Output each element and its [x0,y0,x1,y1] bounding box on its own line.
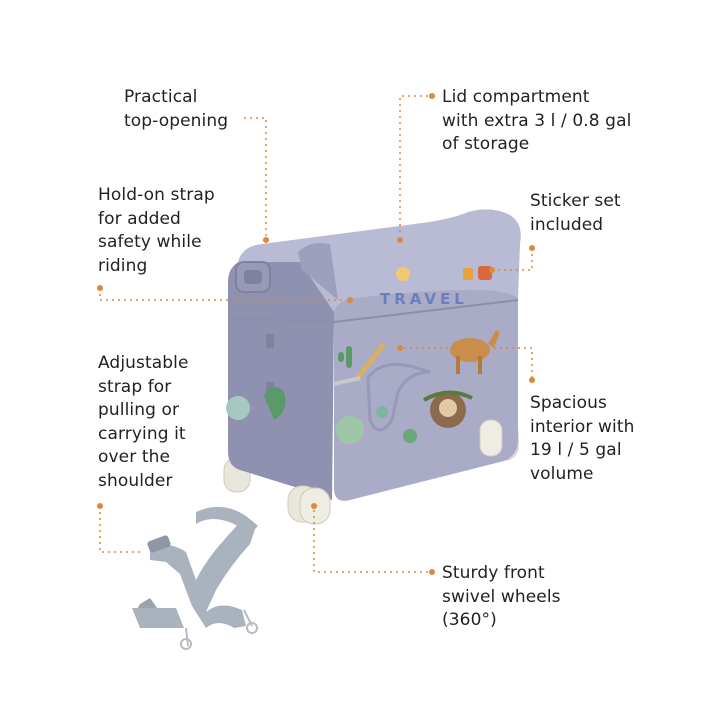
leader-lines [99,95,533,573]
sticker-arrow [333,342,386,386]
svg-text:TRAVEL: TRAVEL [380,290,468,308]
annotation-hold-on-strap: Hold-on strap for added safety while rid… [98,185,215,276]
sticker-side-globe [226,386,286,420]
leader-adjustable-strap [99,506,140,553]
leader-spacious-interior [404,347,533,378]
sticker-travel: TRAVEL [380,266,492,308]
annotation-spacious-interior: Spacious interior with 19 l / 5 gal volu… [530,393,635,484]
annotation-sticker-set: Sticker set included [530,191,621,235]
leader-lid-compartment [399,95,428,236]
hold-on-strap-handle [235,261,271,293]
suitcase-side-panel [228,252,338,500]
sticker-sloth [422,390,473,428]
leader-endpoints [97,93,535,575]
annotation-swivel-wheels: Sturdy front swivel wheels (360°) [442,563,561,630]
annotation-adjustable-strap: Adjustable strap for pulling or carrying… [98,353,189,491]
suitcase-lid [238,209,521,312]
front-wheel-right-2 [479,419,503,457]
sticker-plant [336,406,417,444]
leader-hold-on-strap [99,288,346,301]
annotation-lid-compartment: Lid compartment with extra 3 l / 0.8 gal… [442,87,632,154]
sticker-cactus [338,346,352,368]
suitcase-front-body [334,281,518,501]
leader-sticker-set [496,248,533,271]
sticker-camel [450,330,500,374]
shoulder-strap [132,506,258,650]
leader-top-opening [244,117,267,236]
leader-swivel-wheels [313,510,428,573]
annotation-top-opening: Practical top-opening [124,87,229,131]
